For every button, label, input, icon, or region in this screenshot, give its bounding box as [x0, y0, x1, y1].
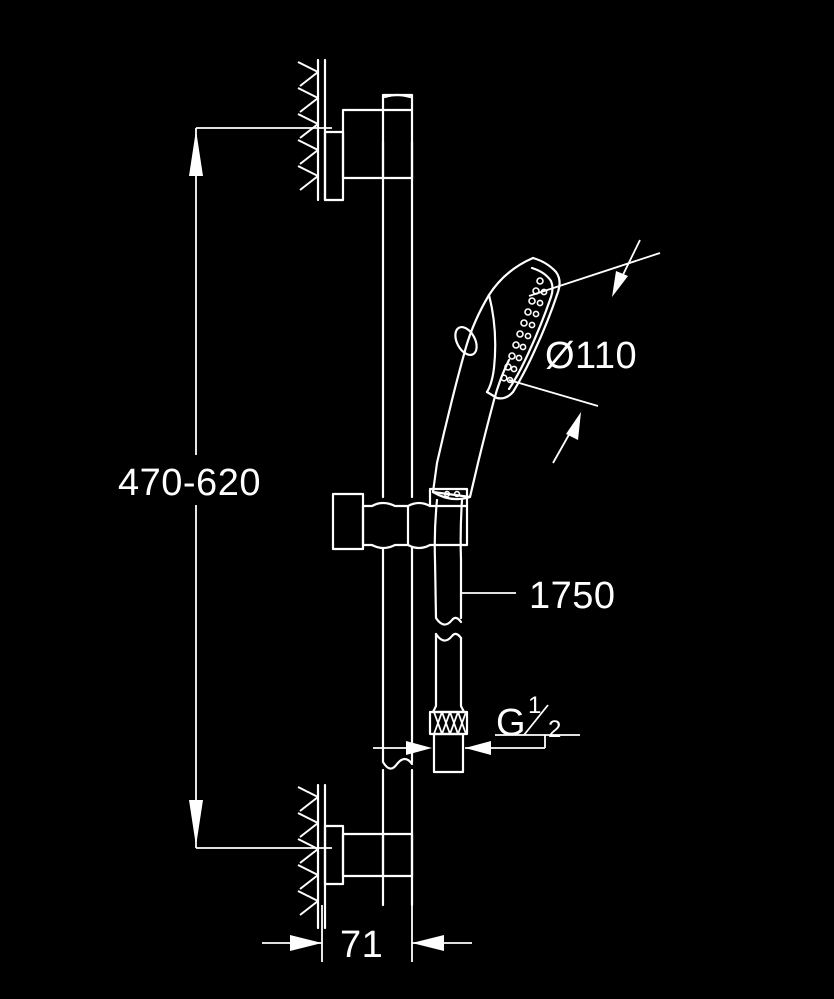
dimension-wall-projection: 71	[262, 905, 472, 966]
dimension-label-hose-length: 1750	[529, 575, 616, 617]
hose-connector-nut	[428, 710, 469, 774]
dimension-label-head-diameter: Ø110	[545, 335, 637, 377]
dimension-label-rail-height: 470-620	[118, 462, 261, 504]
wall-bracket-top	[323, 93, 414, 202]
hand-shower	[431, 256, 561, 501]
dimension-rail-height-range: 470-620	[118, 127, 332, 849]
wall-section-top	[297, 58, 327, 202]
dimension-shower-head-diameter: Ø110	[508, 239, 661, 464]
dimension-label-thread-denominator: 2	[548, 716, 561, 743]
wall-bracket-bottom	[323, 824, 414, 886]
dimension-hose-length: 1750	[460, 570, 616, 617]
dimension-label-thread-numerator: 1	[528, 692, 541, 719]
spray-nozzle-pattern	[500, 277, 548, 384]
dimension-label-thread-prefix: G	[496, 702, 526, 744]
slider-bracket	[331, 487, 469, 551]
dimension-thread-size: G 1 2	[373, 692, 580, 755]
wall-section-bottom	[297, 783, 327, 930]
dimension-label-wall-projection: 71	[340, 924, 383, 966]
shower-hose	[431, 498, 466, 714]
